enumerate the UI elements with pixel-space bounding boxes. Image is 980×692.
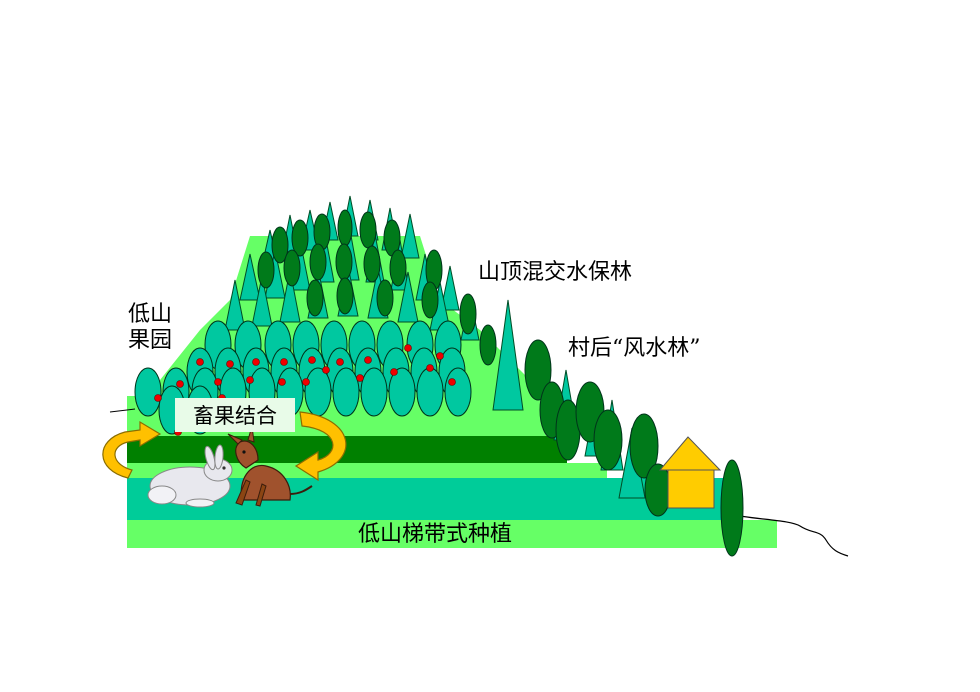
orchard-label-line1: 低山 <box>128 302 173 327</box>
fruit-icon <box>246 376 254 384</box>
fruit-icon <box>302 378 310 386</box>
village-forest <box>492 299 744 557</box>
broadleaf-tree-icon <box>337 209 353 247</box>
fruit-icon <box>336 358 344 366</box>
summit-mixed-forest <box>224 195 497 366</box>
orchard-label-line2: 果园 <box>128 328 173 353</box>
house-icon <box>658 436 722 509</box>
broadleaf-tree-icon <box>271 226 289 264</box>
fruit-icon <box>436 352 444 360</box>
broadleaf-tree-icon <box>363 245 381 283</box>
broadleaf-tree-icon <box>309 243 327 281</box>
fruit-icon <box>308 356 316 364</box>
fruit-icon <box>278 378 286 386</box>
broadleaf-tree-icon <box>720 459 744 557</box>
conifer-tree-icon <box>400 213 420 259</box>
broadleaf-tree-icon <box>332 367 360 417</box>
broadleaf-tree-icon <box>336 277 354 315</box>
broadleaf-tree-icon <box>479 324 497 366</box>
broadleaf-tree-icon <box>644 463 672 517</box>
ground-line <box>726 513 849 557</box>
fruit-icon <box>252 358 260 366</box>
conifer-tree-icon <box>239 253 261 301</box>
livestock-fruit-label: 畜果结合 <box>175 398 295 432</box>
fruit-icon <box>214 378 222 386</box>
summit-forest-label: 山顶混交水保林 <box>478 260 633 285</box>
fruit-icon <box>280 358 288 366</box>
fruit-icon <box>364 356 372 364</box>
broadleaf-tree-icon <box>257 251 275 289</box>
broadleaf-tree-icon <box>359 211 377 249</box>
broadleaf-tree-icon <box>389 249 407 287</box>
fruit-icon <box>176 380 184 388</box>
broadleaf-tree-icon <box>134 367 162 417</box>
broadleaf-tree-icon <box>421 281 439 319</box>
terrace-dark-band <box>127 436 567 463</box>
broadleaf-tree-icon <box>376 279 394 317</box>
conifer-tree-icon <box>224 279 246 331</box>
conifer-tree-icon <box>279 269 301 323</box>
fruit-icon <box>154 394 162 402</box>
broadleaf-tree-icon <box>444 367 472 417</box>
conifer-tree-icon <box>251 275 273 327</box>
terrace-bottom-band <box>127 520 777 548</box>
fruit-icon <box>226 360 234 368</box>
conifer-tree-icon <box>440 265 460 311</box>
orchard-label: 低山 果园 <box>128 302 188 354</box>
broadleaf-tree-icon <box>306 279 324 317</box>
fruit-icon <box>404 344 412 352</box>
fruit-icon <box>448 378 456 386</box>
cycle-arrow-icon <box>102 411 347 482</box>
fruit-icon <box>196 358 204 366</box>
broadleaf-tree-icon <box>459 293 477 335</box>
fruit-icon <box>426 364 434 372</box>
broadleaf-tree-icon <box>524 339 552 401</box>
left-ground-line <box>109 408 136 413</box>
broadleaf-tree-icon <box>335 243 353 281</box>
village-forest-label: 村后“风水林” <box>568 336 701 361</box>
fruit-icon <box>322 366 330 374</box>
broadleaf-tree-icon <box>593 409 623 471</box>
donkey-icon <box>227 425 313 507</box>
broadleaf-tree-icon <box>360 367 388 417</box>
terrace-planting-label: 低山梯带式种植 <box>358 522 513 547</box>
conifer-tree-icon <box>397 271 419 323</box>
broadleaf-tree-icon <box>388 367 416 417</box>
fruit-icon <box>356 374 364 382</box>
broadleaf-tree-icon <box>416 367 444 417</box>
broadleaf-tree-icon <box>291 219 309 257</box>
broadleaf-tree-icon <box>629 413 659 479</box>
broadleaf-tree-icon <box>304 367 332 417</box>
rabbit-icon <box>147 444 233 508</box>
conifer-tree-icon <box>492 299 524 411</box>
broadleaf-tree-icon <box>283 249 301 287</box>
fruit-icon <box>390 368 398 376</box>
